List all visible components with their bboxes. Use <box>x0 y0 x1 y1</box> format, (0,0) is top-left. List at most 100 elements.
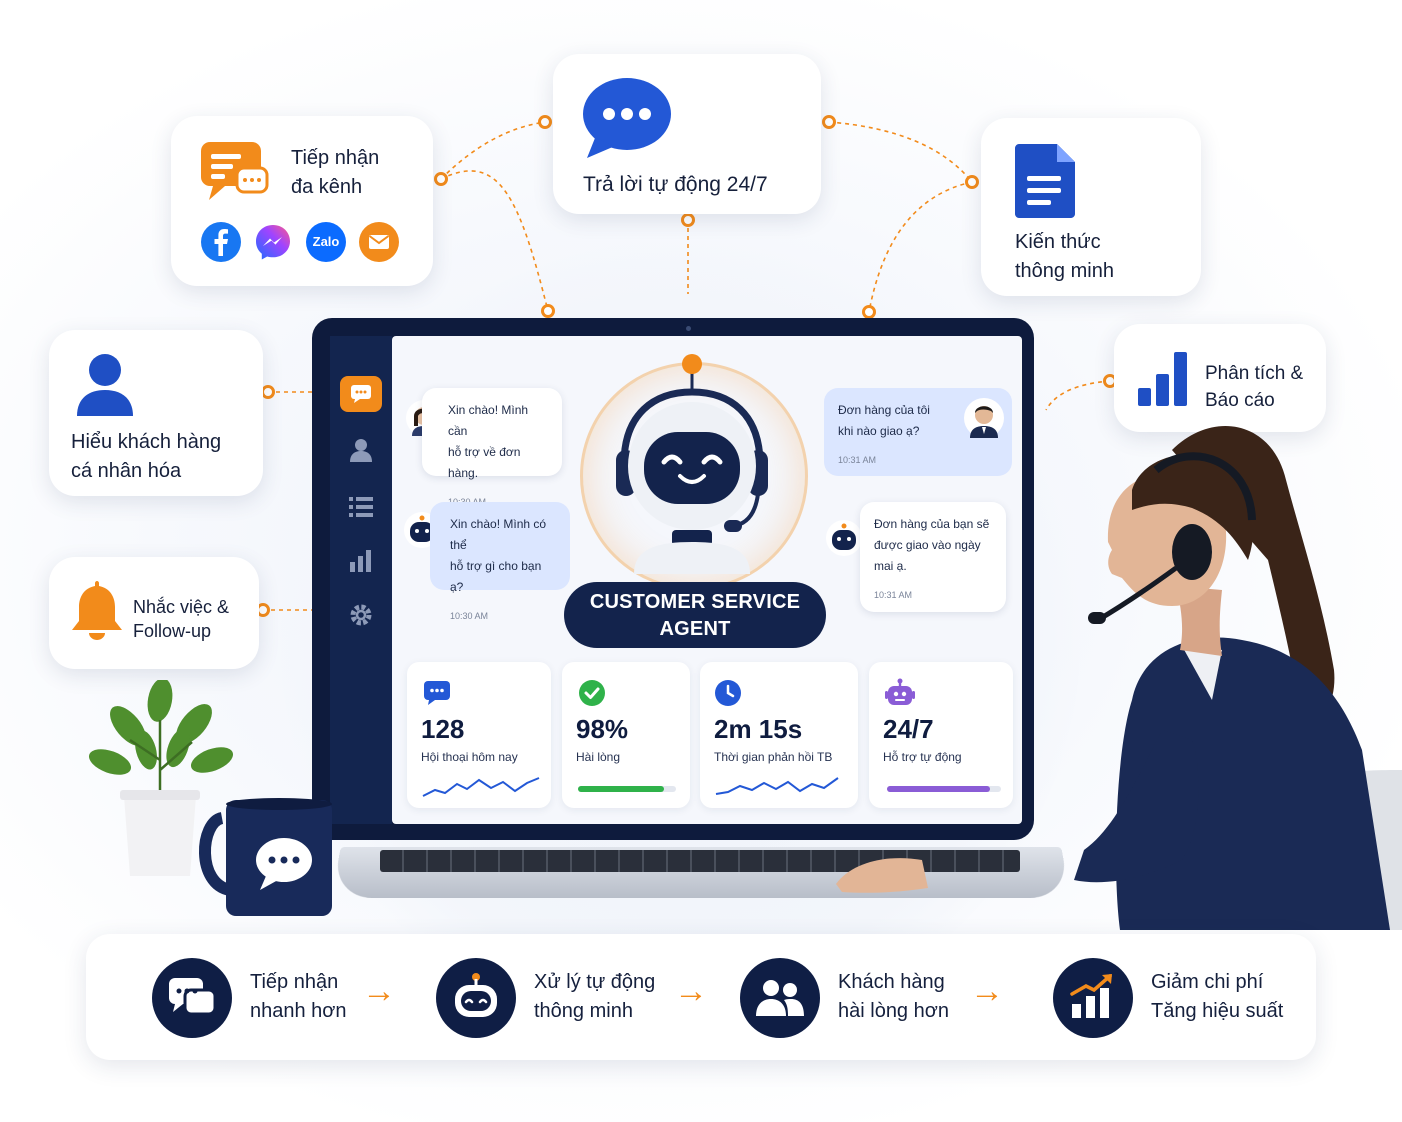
feature-card-reminder: Nhắc việc & Follow-up <box>49 557 259 669</box>
agent-title: AGENT <box>659 618 731 640</box>
progress-fill <box>578 786 665 792</box>
process-icon-bg <box>152 958 232 1038</box>
check-circle-icon <box>579 680 605 706</box>
feature-title: Báo cáo <box>1205 390 1275 411</box>
robot-avatar-icon <box>616 354 768 574</box>
chat-icon <box>424 681 450 705</box>
sidebar-list-icon[interactable] <box>349 496 373 518</box>
feature-title: Tiếp nhận <box>291 147 380 169</box>
process-icon-bg <box>740 958 820 1038</box>
feature-card-knowledge: Kiến thức thông minh <box>981 118 1201 296</box>
message-text: Đơn hàng của bạn sẽ <box>874 517 990 531</box>
agent-title: CUSTOMER SERVICE <box>589 591 801 613</box>
progress-track <box>578 786 676 792</box>
stat-card-satisfaction: 98% Hài lòng <box>562 662 690 808</box>
stat-card-support: 24/7 Hỗ trợ tự động <box>869 662 1013 808</box>
feature-title: Kiến thức <box>1015 231 1101 253</box>
process-icon-bg <box>436 958 516 1038</box>
chat-message: Xin chào! Mình có thể hỗ trợ gì cho bạn … <box>430 502 570 621</box>
bell-icon <box>72 581 122 640</box>
stat-label: Hỗ trợ tự động <box>883 750 962 764</box>
message-text: khi nào giao ạ? <box>838 424 920 438</box>
potted-plant <box>88 680 234 876</box>
process-step-text: Xử lý tự động <box>534 971 656 993</box>
user-icon <box>77 354 133 416</box>
robot-icon <box>455 973 497 1017</box>
process-step-text: hài lòng hơn <box>838 1000 949 1022</box>
progress-track <box>887 786 1001 792</box>
connector-dot <box>541 304 555 318</box>
connector-dot <box>538 115 552 129</box>
process-step-text: Tiếp nhận <box>250 971 339 993</box>
connector-dot <box>822 115 836 129</box>
connector-dot <box>434 172 448 186</box>
stat-value: 128 <box>421 714 465 744</box>
feature-title: Trả lời tự động 24/7 <box>583 173 768 196</box>
sparkline <box>422 777 540 797</box>
message-text: Đơn hàng của tôi <box>838 403 930 417</box>
process-bar: Tiếp nhận nhanh hơn → Xử lý tự động thông … <box>86 934 1316 1060</box>
progress-fill <box>887 786 990 792</box>
feature-title: thông minh <box>1015 260 1114 282</box>
bot-avatar-icon <box>826 520 862 556</box>
coffee-mug <box>199 798 332 916</box>
growth-chart-icon <box>1070 974 1112 1018</box>
message-text: hỗ trợ gì cho bạn ạ? <box>450 559 542 594</box>
sparkline <box>715 777 839 795</box>
message-text: hỗ trợ về đơn hàng. <box>448 445 521 480</box>
app-sidebar <box>330 336 392 824</box>
customer-avatar-male <box>964 398 1004 438</box>
message-text: Xin chào! Mình cần <box>448 403 529 438</box>
sidebar-user-icon[interactable] <box>349 438 373 462</box>
stat-value: 24/7 <box>883 714 934 744</box>
connector-dot <box>965 175 979 189</box>
feature-title: Follow-up <box>133 621 212 641</box>
arrow-right-icon: → <box>970 972 1004 1010</box>
message-time: 10:31 AM <box>838 455 877 465</box>
feature-title: Nhắc việc & <box>133 597 230 617</box>
feature-title: Hiểu khách hàng <box>71 431 222 453</box>
chat-message: Đơn hàng của bạn sẽ được giao vào ngày m… <box>860 502 1006 612</box>
message-text: mai ạ. <box>874 559 907 573</box>
chat-bubbles-icon <box>201 142 269 200</box>
robot-icon <box>885 678 915 705</box>
chat-message: Xin chào! Mình cần hỗ trợ về đơn hàng. 1… <box>422 388 562 507</box>
bar-chart-icon <box>1138 352 1187 406</box>
email-icon <box>359 222 399 262</box>
sidebar-chart-icon[interactable] <box>350 550 372 572</box>
facebook-icon <box>201 222 241 262</box>
message-text: được giao vào ngày <box>874 538 981 552</box>
process-step-text: Tăng hiệu suất <box>1151 1000 1284 1022</box>
message-time: 10:30 AM <box>450 611 489 621</box>
feature-card-customer: Hiểu khách hàng cá nhân hóa <box>49 330 263 496</box>
stat-card-conversations: 128 Hội thoại hôm nay <box>407 662 551 808</box>
zalo-icon: Zalo <box>306 222 346 262</box>
clock-icon <box>715 680 741 706</box>
feature-card-autoreply: Trả lời tự động 24/7 <box>553 54 821 214</box>
message-text: Xin chào! Mình có thể <box>450 517 547 552</box>
process-icon-bg <box>1053 958 1133 1038</box>
process-step-text: thông minh <box>534 1000 633 1022</box>
feature-title: Phân tích & <box>1205 363 1304 384</box>
feature-title: đa kênh <box>291 176 363 198</box>
process-step-text: nhanh hơn <box>250 1000 347 1022</box>
connector-dot <box>862 305 876 319</box>
feature-title: cá nhân hóa <box>71 460 182 482</box>
agent-label: CUSTOMER SERVICE AGENT <box>564 582 826 648</box>
connector-dot <box>681 213 695 227</box>
messenger-icon <box>256 225 290 260</box>
speech-bubble-icon <box>583 78 671 158</box>
laptop-camera <box>686 326 691 331</box>
stat-label: Hội thoại hôm nay <box>421 750 518 764</box>
chat-bubbles-icon <box>169 978 217 1016</box>
sidebar-item-chat[interactable] <box>340 376 382 412</box>
feature-card-analytics: Phân tích & Báo cáo <box>1114 324 1326 432</box>
agent-hand <box>836 858 928 893</box>
sidebar-settings-icon[interactable] <box>349 603 373 627</box>
chat-icon <box>351 385 371 403</box>
arrow-right-icon: → <box>362 972 396 1010</box>
users-icon <box>756 980 804 1016</box>
stat-value: 98% <box>576 714 629 744</box>
process-step-text: Giảm chi phí <box>1151 971 1264 993</box>
